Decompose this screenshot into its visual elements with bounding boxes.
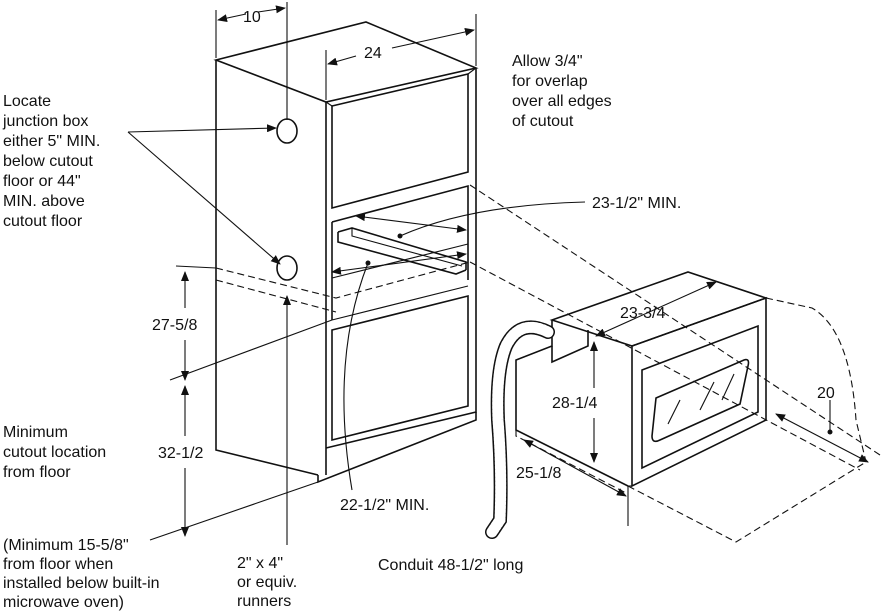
junction-box-lower xyxy=(276,255,298,281)
junction-box-upper xyxy=(276,118,298,144)
label-runners: 2" x 4" or equiv. runners xyxy=(237,555,302,610)
label-conduit: Conduit 48-1/2" long xyxy=(378,557,523,574)
label-allow-overlap: Allow 3/4" for overlap over all edges of… xyxy=(512,53,616,130)
label-min-23-1-2: 23-1/2" MIN. xyxy=(592,195,681,212)
microwave-oven xyxy=(485,271,869,543)
dimension-lines xyxy=(127,2,586,545)
label-dim-23-3-4: 23-3/4 xyxy=(620,305,665,322)
label-dim-27-5-8: 27-5/8 xyxy=(152,317,197,334)
text-labels: 10 24 Allow 3/4" for overlap over all ed… xyxy=(2,9,835,611)
label-dim-25-1-8: 25-1/8 xyxy=(516,465,561,482)
label-dim-10: 10 xyxy=(243,9,261,26)
label-minimum-15-5-8: (Minimum 15-5/8" from floor when install… xyxy=(3,537,164,611)
label-dim-28-1-4: 28-1/4 xyxy=(552,395,597,412)
label-junction-box: Locate junction box either 5" MIN. below… xyxy=(2,93,105,230)
label-dim-24: 24 xyxy=(364,45,382,62)
label-min-cutout: Minimum cutout location from floor xyxy=(3,424,111,481)
label-dim-20: 20 xyxy=(817,385,835,402)
label-dim-32-1-2: 32-1/2 xyxy=(158,445,203,462)
cabinet xyxy=(213,21,881,484)
label-min-22-1-2: 22-1/2" MIN. xyxy=(340,497,429,514)
